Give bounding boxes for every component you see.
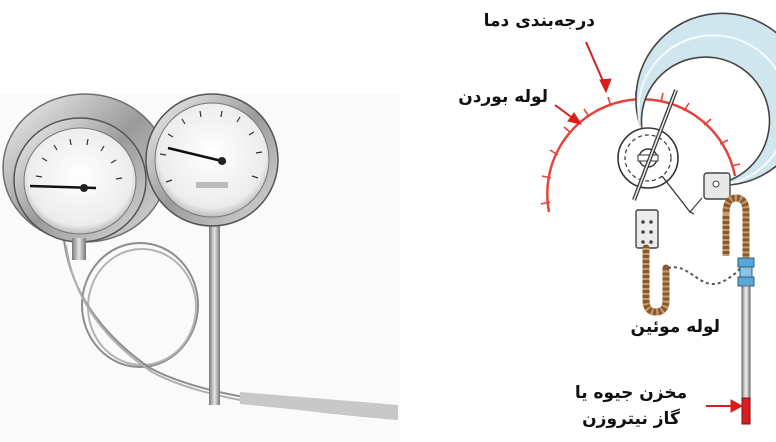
gauge-stem — [209, 225, 220, 405]
label-reservoir-line2: گاز نیتروزن — [560, 408, 702, 430]
socket-block — [636, 210, 658, 248]
label-temperature-scale: درجه‌بندی دما — [455, 10, 595, 32]
dial-thermometers-photo — [0, 94, 400, 442]
right-dial-gauge — [146, 94, 278, 226]
label-reservoir-line1: مخزن جیوه یا — [560, 382, 702, 404]
sensing-bulb — [742, 286, 750, 424]
label-bourdon-tube: لوله بوردن — [428, 86, 548, 108]
bourdon-diagram — [541, 13, 776, 424]
label-capillary-tube: لوله موئین — [610, 316, 720, 338]
capillary-tube — [646, 198, 746, 312]
connector-fitting — [738, 258, 754, 286]
